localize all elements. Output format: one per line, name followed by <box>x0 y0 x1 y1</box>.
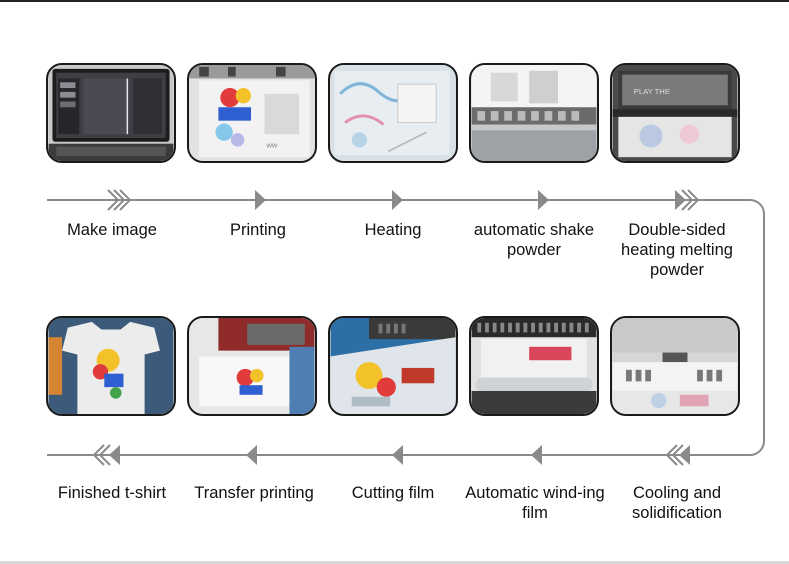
step-label-automatic-winding: Automatic wind-ing film <box>465 484 605 522</box>
automatic-shake-powder-photo <box>469 63 599 163</box>
cooling-photo <box>610 316 740 416</box>
svg-text:ww: ww <box>265 141 278 150</box>
step-label-finished-tshirt: Finished t-shirt <box>57 484 167 502</box>
step-label-double-sided-heating: Double-sided heating melting powder <box>621 221 733 279</box>
make-image-photo <box>46 63 176 163</box>
finished-tshirt-photo <box>46 316 176 416</box>
step-label-transfer-printing: Transfer printing <box>194 484 314 502</box>
printing-photo: ww <box>187 63 317 163</box>
heating-photo <box>328 63 458 163</box>
transfer-printing-photo <box>187 316 317 416</box>
automatic-winding-photo <box>469 316 599 416</box>
step-label-printing: Printing <box>230 221 286 239</box>
step-label-cooling: Cooling and solidification <box>632 484 722 522</box>
bottom-divider <box>0 561 789 564</box>
step-label-cutting-film: Cutting film <box>351 484 435 502</box>
step-label-make-image: Make image <box>67 221 157 239</box>
svg-text:PLAY THE: PLAY THE <box>634 87 670 96</box>
top-divider <box>0 0 789 2</box>
double-sided-heating-photo: PLAY THE <box>610 63 740 163</box>
step-label-heating: Heating <box>364 221 422 239</box>
step-label-automatic-shake-powder: automatic shake powder <box>473 221 595 259</box>
cutting-film-photo <box>328 316 458 416</box>
